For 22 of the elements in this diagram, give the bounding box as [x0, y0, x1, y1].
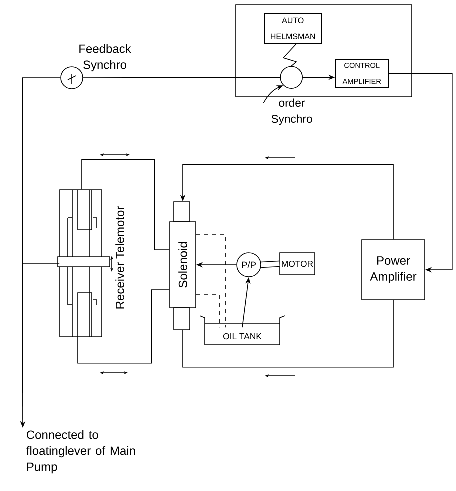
note-text: Connected to floatinglever of Main Pump [26, 430, 136, 474]
connector-line [261, 260, 280, 268]
connector-line [182, 300, 394, 368]
process-box: Power Amplifier [362, 240, 426, 300]
callout-text: order Synchro [272, 98, 312, 126]
connector-line [82, 159, 170, 250]
synchro-circle [280, 66, 303, 89]
connector-line [282, 44, 298, 67]
process-box: AUTO HELMSMAN [264, 13, 322, 44]
panel-box [236, 4, 412, 98]
connector-line [22, 78, 61, 264]
connector-line [78, 290, 170, 364]
oil-tank: OIL TANK [200, 316, 286, 346]
node-label: Receiver Telemotor [116, 206, 124, 309]
process-box: MOTOR [280, 252, 316, 276]
arrow [388, 73, 453, 273]
solenoid-valve: Solenoid [170, 202, 196, 330]
connector-line [196, 234, 226, 328]
telemotor-drawing [58, 190, 110, 338]
node-label: Feedback Synchro [80, 44, 132, 72]
synchro-circle [60, 66, 84, 90]
connector-line [83, 77, 281, 78]
